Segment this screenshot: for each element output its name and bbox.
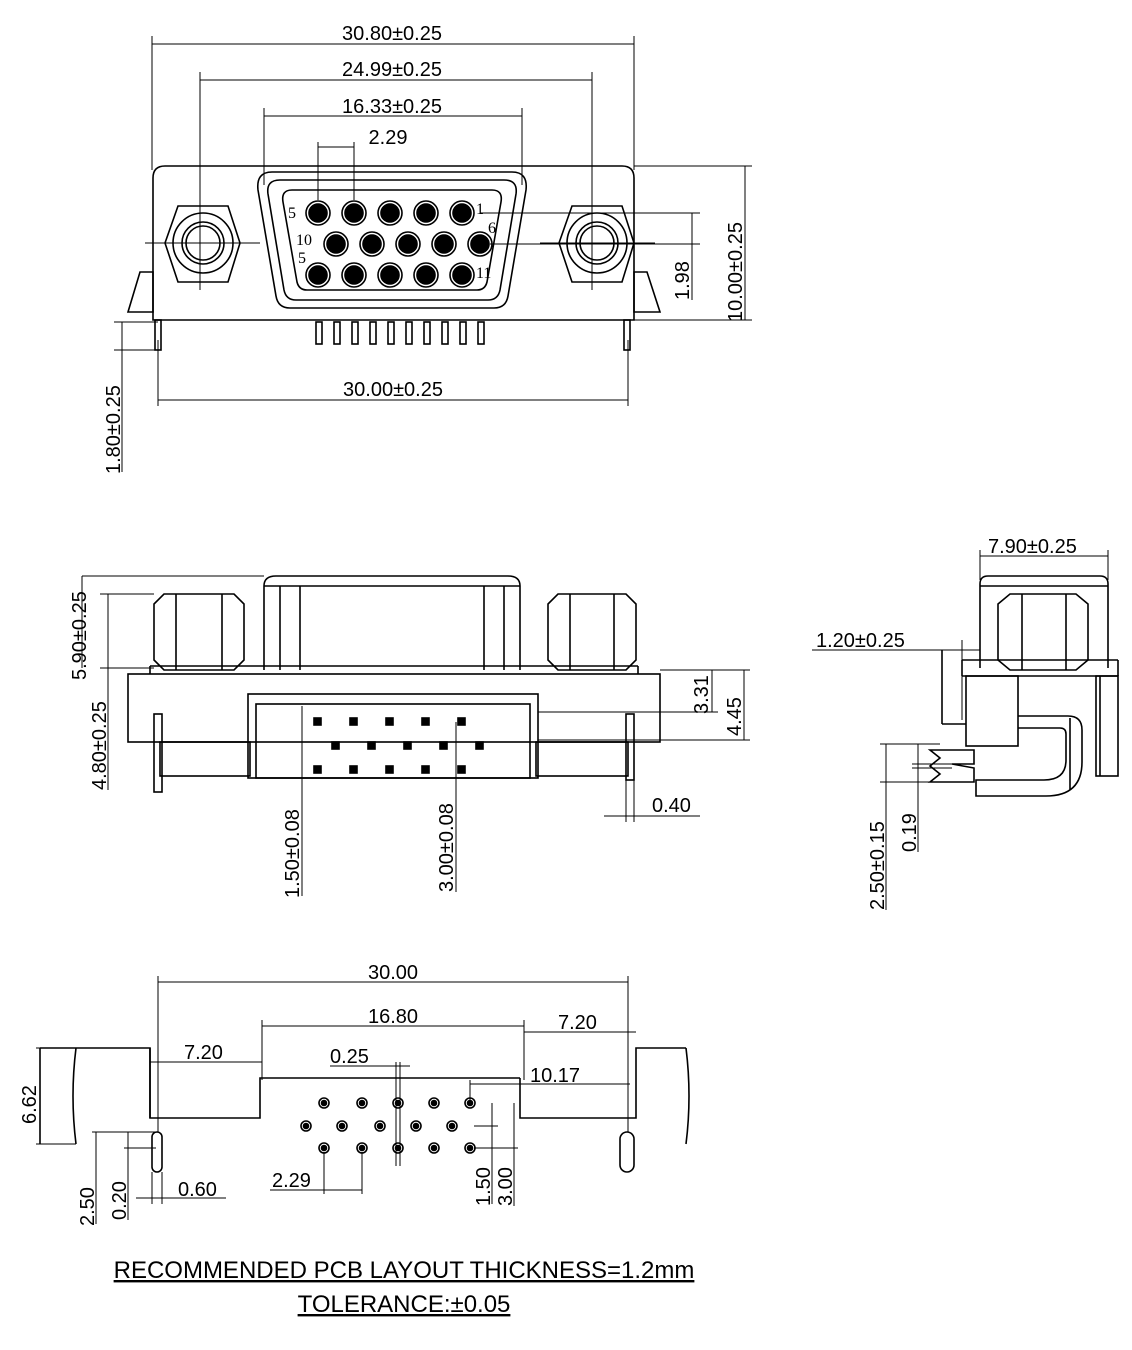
dim-peg-width: 0.60 — [178, 1179, 217, 1201]
dim-screw-spacing: 24.99±0.25 — [342, 59, 442, 81]
pcb-layout: 30.00 16.80 7.20 7.20 0.25 10.17 6.62 2.… — [19, 962, 690, 1226]
dim-peg-thk: 0.20 — [109, 1181, 131, 1220]
pin-ends — [313, 717, 484, 774]
dim-body-height: 4.80±0.25 — [89, 701, 111, 790]
body-foot-right — [535, 741, 629, 777]
board-left — [40, 1047, 520, 1119]
dim-row2: 3.00 — [495, 1167, 517, 1206]
dim-row1: 1.50 — [473, 1167, 495, 1206]
dim-board-height: 6.62 — [19, 1085, 41, 1124]
pin-label-5: 5 — [288, 205, 296, 222]
pin-label-10: 10 — [296, 232, 312, 249]
dim-pin-height: 2.50±0.15 — [867, 821, 889, 910]
dim-shell-width: 16.33±0.25 — [342, 96, 442, 118]
solder-leads — [154, 319, 631, 351]
dim-upper: 3.31 — [691, 675, 713, 714]
dim-offset: 10.17 — [530, 1065, 580, 1087]
dim-pin-offset: 1.50±0.08 — [282, 809, 304, 898]
dim-row-offset: 1.98 — [672, 261, 694, 300]
d-shell-outer — [256, 171, 528, 309]
pin-label-15: 5 — [298, 250, 306, 267]
side-hex-housing — [979, 575, 1109, 668]
pin-label-11: 11 — [476, 265, 491, 282]
dim-right-flange: 7.20 — [558, 1012, 597, 1034]
hex-nut-right-front — [547, 593, 637, 671]
board-outline — [39, 1048, 151, 1144]
dim-center: 16.80 — [368, 1006, 418, 1028]
dim-lead-length: 1.80±0.25 — [103, 385, 125, 474]
pin-label-1: 1 — [476, 201, 484, 218]
dim-row-pitch: 3.00±0.08 — [436, 803, 458, 892]
dim-peg-height: 2.50 — [77, 1187, 99, 1226]
peg-left — [153, 713, 163, 793]
dim-flange: 1.20±0.25 — [816, 630, 905, 652]
hex-nut-left — [164, 205, 241, 283]
top-view: 5 1 10 6 5 11 30.80±0.25 24.99±0.25 16.3… — [103, 23, 752, 474]
note-tolerance: TOLERANCE:±0.05 — [298, 1291, 511, 1318]
side-body — [965, 675, 1019, 747]
pin-label-6: 6 — [488, 220, 496, 237]
dim-pitch: 2.29 — [272, 1170, 311, 1192]
pin-grid — [305, 200, 493, 288]
dim-overall-height: 10.00±0.25 — [725, 222, 747, 322]
body-foot-left — [159, 741, 251, 777]
dim-pin-thk: 0.19 — [899, 813, 921, 852]
dim-hex-height: 5.90±0.25 — [69, 591, 91, 680]
peg-slot-left — [151, 1131, 163, 1173]
hex-nut-left-front — [153, 593, 245, 671]
peg-slot-right — [619, 1131, 635, 1173]
side-hex-nut — [997, 593, 1089, 671]
side-rear — [1095, 675, 1119, 777]
dim-left-flange: 7.20 — [184, 1042, 223, 1064]
d-shell-top — [263, 575, 521, 670]
side-bent-pin — [975, 715, 1083, 797]
pcb-holes — [300, 1097, 476, 1154]
dim-overall-width: 30.80±0.25 — [342, 23, 442, 45]
side-view: 1.20±0.25 7.90±0.25 2.50±0.15 0.19 — [812, 536, 1119, 910]
pin-housing-inner — [255, 703, 531, 779]
dim-lead-width: 30.00±0.25 — [343, 379, 443, 401]
dim-total: 30.00 — [368, 962, 418, 984]
break-line-right — [685, 1047, 690, 1145]
side-peg — [927, 749, 975, 783]
dim-lower: 4.45 — [724, 697, 746, 736]
front-view: 5.90±0.25 4.80±0.25 3.31 4.45 1.50±0.08 … — [69, 575, 750, 898]
break-line-left — [72, 1047, 77, 1145]
dim-pin-pitch: 2.29 — [369, 127, 408, 149]
note-pcb-layout: RECOMMENDED PCB LAYOUT THICKNESS=1.2mm — [114, 1257, 695, 1284]
peg-right — [625, 713, 635, 781]
flange-tab-right — [633, 271, 662, 313]
dim-slot: 0.25 — [330, 1046, 369, 1068]
dim-depth: 7.90±0.25 — [988, 536, 1077, 558]
board-right — [519, 1047, 686, 1119]
d-shell-inner — [266, 179, 518, 301]
flange-front — [127, 673, 661, 743]
d-shell-cavity — [281, 189, 503, 291]
dim-tab-width: 0.40 — [652, 795, 691, 817]
flange-tab-left — [126, 271, 154, 313]
